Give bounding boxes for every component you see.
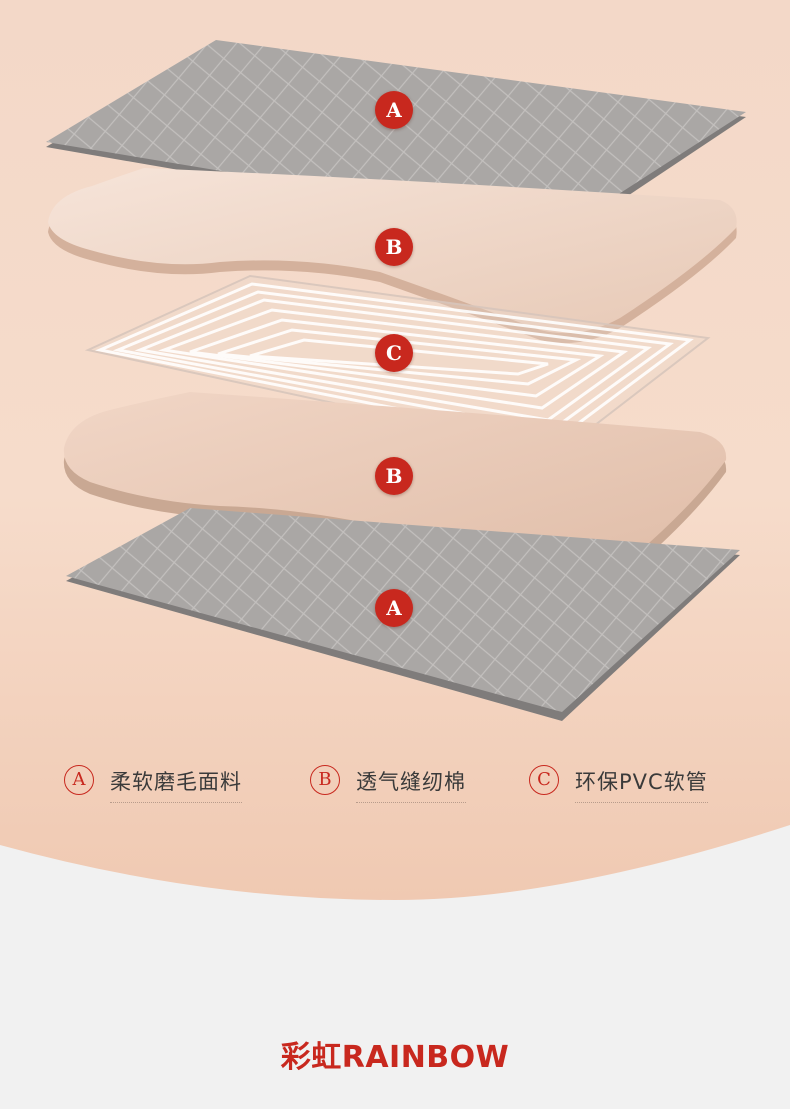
layer-c-badge: C [375,334,413,372]
layer-b-bottom-badge: B [375,457,413,495]
brand-logo: 彩虹RAINBOW [280,1040,510,1075]
layer-b-top-badge: B [375,228,413,266]
legend-label-b: 透气缝纫棉 [356,766,466,803]
materials-legend: A 柔软磨毛面料 B 透气缝纫棉 C 环保PVC软管 [0,762,790,803]
legend-letter-b: B [310,765,340,795]
legend-letter-a: A [64,765,94,795]
layer-a-top-badge: A [375,91,413,129]
legend-label-c: 环保PVC软管 [575,766,708,803]
legend-label-a: 柔软磨毛面料 [110,766,242,803]
felt-layer-top [46,40,746,237]
layer-a-bottom-badge: A [375,589,413,627]
legend-letter-c: C [529,765,559,795]
